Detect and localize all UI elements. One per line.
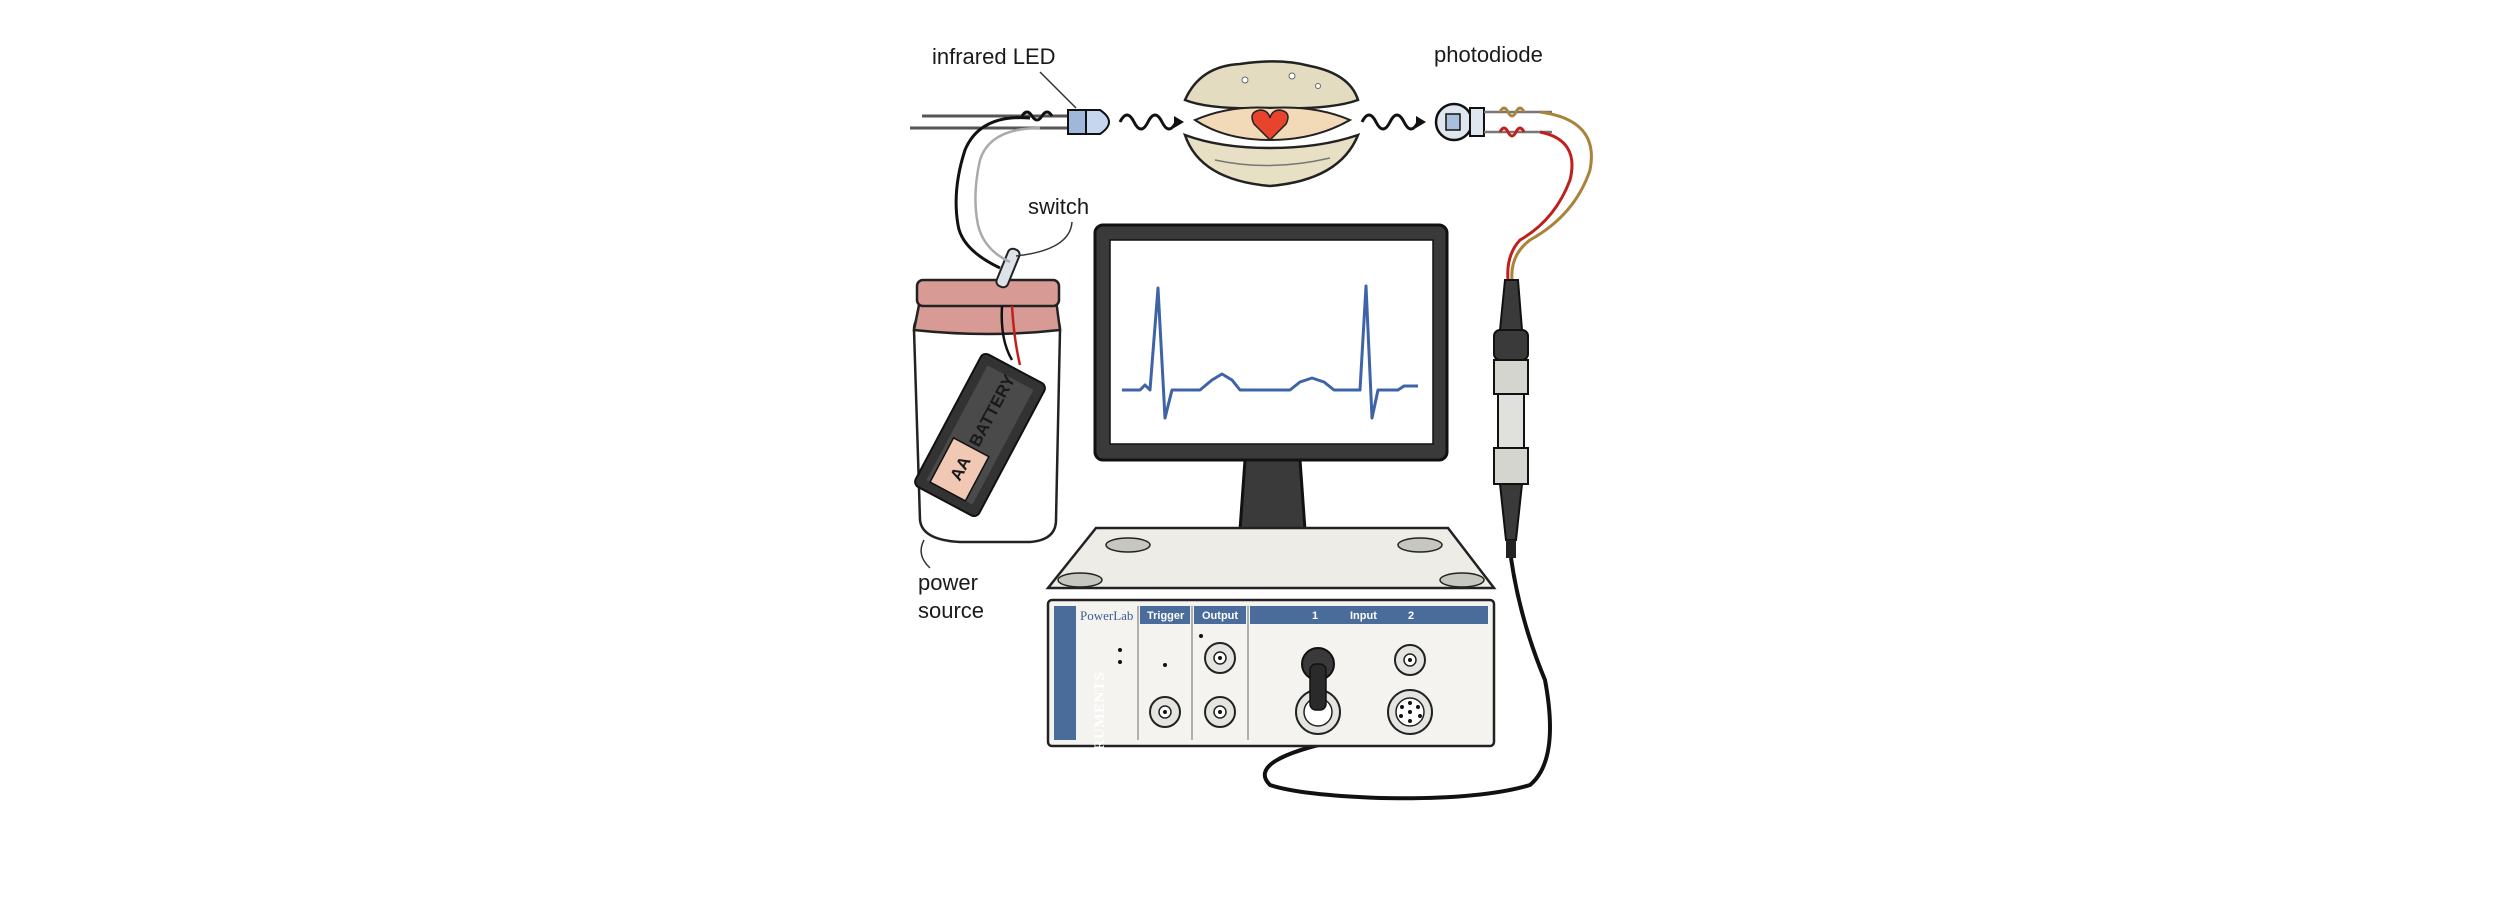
infrared-led-leader xyxy=(1039,71,1077,109)
power-source-leader xyxy=(920,539,931,569)
photodiode-wire-brown xyxy=(1510,110,1593,281)
oyster-specimen xyxy=(1182,60,1361,188)
input-channel-2-label: 2 xyxy=(1408,610,1414,622)
powerlab-device: ADINSTRUMENTS PowerLab Trigger Output 1 … xyxy=(1045,526,1497,810)
led-wire-grey xyxy=(974,126,1041,264)
heart-icon xyxy=(1251,109,1289,142)
infrared-led xyxy=(910,109,1110,135)
manufacturer-label: ADINSTRUMENTS xyxy=(1092,672,1108,810)
input-channel-1-label: 1 xyxy=(1312,610,1318,622)
output-label: Output xyxy=(1202,610,1238,622)
led-wire-black xyxy=(954,116,1031,270)
device-brand-label: PowerLab xyxy=(1080,608,1133,623)
switch-leader xyxy=(1015,221,1073,257)
light-arrow-right xyxy=(1360,113,1426,131)
photodiode xyxy=(1434,102,1552,142)
trigger-label: Trigger xyxy=(1147,610,1185,622)
light-arrow-left xyxy=(1118,113,1184,131)
infrared-led-label: infrared LED xyxy=(932,44,1056,69)
monitor xyxy=(1093,223,1449,587)
power-source-jar: AA BATTERY xyxy=(912,247,1062,544)
heartbeat-waveform xyxy=(1122,284,1418,420)
power-source-label-line2: source xyxy=(918,598,984,623)
input-label: Input xyxy=(1350,610,1377,622)
bnc-connector xyxy=(1493,279,1529,558)
photodiode-label: photodiode xyxy=(1434,42,1543,67)
power-source-label-line1: power xyxy=(918,570,978,595)
photodiode-wire-red xyxy=(1506,130,1574,281)
switch-label: switch xyxy=(1028,194,1089,219)
